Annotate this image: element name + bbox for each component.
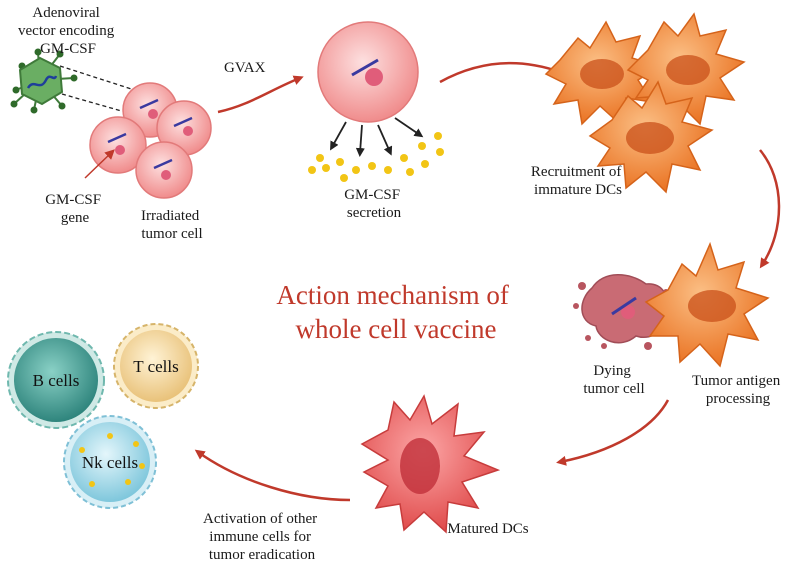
tumor-cell-icon: [89, 82, 212, 199]
gene-pointer-arrow: [84, 149, 115, 179]
vector-label: Adenoviral vector encoding GM-CSF: [18, 5, 118, 57]
gvax-label: GVAX: [224, 60, 266, 76]
gvax-cell-icon: [317, 21, 419, 123]
dying-label: Dying tumor cell: [583, 363, 644, 397]
secretion-arrows: [330, 117, 424, 157]
processing-dc-icon: [644, 241, 770, 368]
gvax-arrow: [217, 75, 304, 114]
maturation-arrow: [556, 399, 670, 466]
t-cell-icon: [113, 323, 199, 409]
nk-cell-label: Nk cells: [82, 453, 138, 472]
gene-label: GM-CSF gene: [45, 192, 105, 226]
recruitment-arrow: [439, 61, 564, 84]
activation-arrow: [194, 449, 351, 502]
diagram-title: Action mechanism of whole cell vaccine: [276, 280, 515, 344]
dendritic-cell-icon: [544, 12, 746, 194]
processing-label: Tumor antigen processing: [692, 373, 784, 407]
activation-label: Activation of other immune cells for tum…: [203, 511, 321, 563]
recruitment-label: Recruitment of immature DCs: [531, 164, 625, 198]
dying-tumor-cell-icon: [573, 274, 669, 350]
uptake-arrow: [759, 149, 781, 269]
secretion-label: GM-CSF secretion: [344, 187, 404, 221]
t-cell-label: T cells: [133, 357, 178, 376]
matured-dc-icon: [360, 394, 501, 534]
b-cell-icon: [7, 331, 105, 429]
irradiated-label: Irradiated tumor cell: [141, 208, 203, 242]
adenovirus-icon: [10, 48, 78, 114]
cytokine-dots: [308, 132, 444, 182]
nk-cell-icon: [63, 415, 157, 509]
matured-label: Matured DCs: [447, 521, 528, 537]
b-cell-label: B cells: [33, 371, 80, 390]
